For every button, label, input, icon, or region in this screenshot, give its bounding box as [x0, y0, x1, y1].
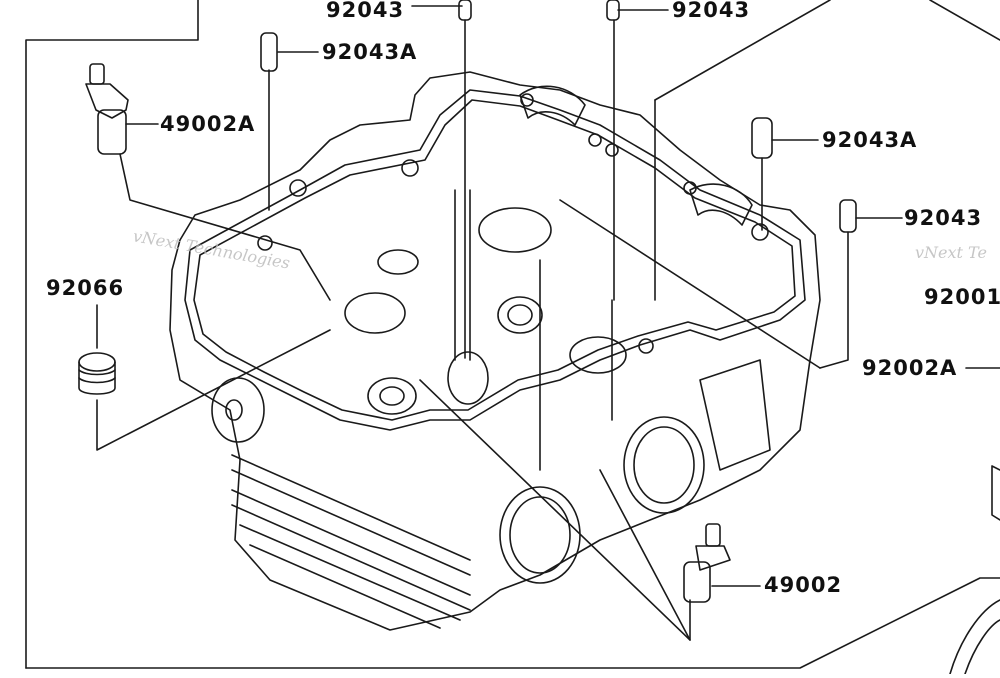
frame-line: [25, 0, 199, 669]
bolt-boss: [520, 93, 534, 107]
oil-plug-49002: [683, 561, 711, 603]
oil-plug-49002: [695, 545, 731, 571]
leader-line: [96, 329, 331, 451]
side-boss: [699, 359, 771, 471]
bolt-boss: [401, 159, 419, 177]
frame-line: [25, 577, 1000, 669]
part-label-92002A: 92002A: [862, 356, 958, 380]
bolt-boss: [638, 338, 654, 354]
bolt-boss: [257, 235, 273, 251]
leader-line: [599, 469, 691, 641]
exhaust-port: [633, 426, 695, 504]
grommet-92066: [78, 369, 116, 376]
cooling-fin: [231, 504, 471, 611]
partial-part: [949, 599, 1000, 675]
cooling-fin: [231, 454, 471, 561]
partial-part: [964, 619, 1000, 675]
part-label-92043: 92043: [904, 206, 983, 230]
bore: [379, 386, 405, 406]
part-label-92043: 92043: [326, 0, 405, 22]
part-label-49002: 49002: [764, 573, 843, 597]
cooling-fin: [231, 489, 471, 596]
part-label-49002A: 49002A: [160, 112, 256, 136]
watermark: vNext Te: [915, 243, 987, 262]
cam-journal: [519, 85, 586, 126]
dowel-pin: [839, 199, 857, 233]
dowel-pin: [751, 117, 773, 159]
bore: [569, 336, 627, 374]
partial-part: [991, 465, 1000, 521]
grommet-92066: [78, 352, 116, 372]
bore: [478, 207, 552, 253]
oil-plug-49002A: [85, 83, 129, 119]
bolt-boss: [751, 223, 769, 241]
cooling-fin: [231, 469, 471, 576]
gasket-rim: [184, 89, 806, 431]
part-label-92043: 92043: [672, 0, 751, 22]
leader-line: [654, 0, 831, 101]
cam-journal: [689, 183, 753, 226]
leader-line: [119, 153, 331, 301]
cooling-fin: [249, 544, 441, 629]
side-port: [225, 399, 243, 421]
grommet-92066: [78, 361, 116, 395]
cooling-fin: [239, 524, 461, 621]
dowel-pin: [260, 32, 278, 72]
exhaust-port: [623, 416, 705, 514]
leader-line: [819, 231, 849, 369]
part-label-92066: 92066: [46, 276, 125, 300]
part-label-92043A: 92043A: [822, 128, 918, 152]
exhaust-port: [509, 496, 571, 574]
bore: [377, 249, 419, 275]
grommet-92066: [78, 377, 116, 384]
oil-plug-49002A: [97, 109, 127, 155]
bolt-boss: [588, 133, 602, 147]
part-label-92043A: 92043A: [322, 40, 418, 64]
oil-plug-49002: [705, 523, 721, 547]
bolt-boss: [605, 143, 619, 157]
bolt-boss: [289, 179, 307, 197]
bore: [367, 377, 417, 415]
head-outline: [169, 71, 821, 631]
leader-line: [559, 199, 821, 369]
bore: [344, 292, 406, 334]
bore: [497, 296, 543, 334]
frame-line: [929, 0, 1000, 41]
bolt-boss: [683, 181, 697, 195]
bore: [447, 351, 489, 405]
dowel-pin: [458, 0, 472, 21]
gasket-rim-inner: [193, 99, 796, 421]
oil-plug-49002A: [89, 63, 105, 85]
exhaust-port: [499, 486, 581, 584]
bore: [507, 304, 533, 326]
part-label-92001: 92001: [924, 285, 1000, 309]
